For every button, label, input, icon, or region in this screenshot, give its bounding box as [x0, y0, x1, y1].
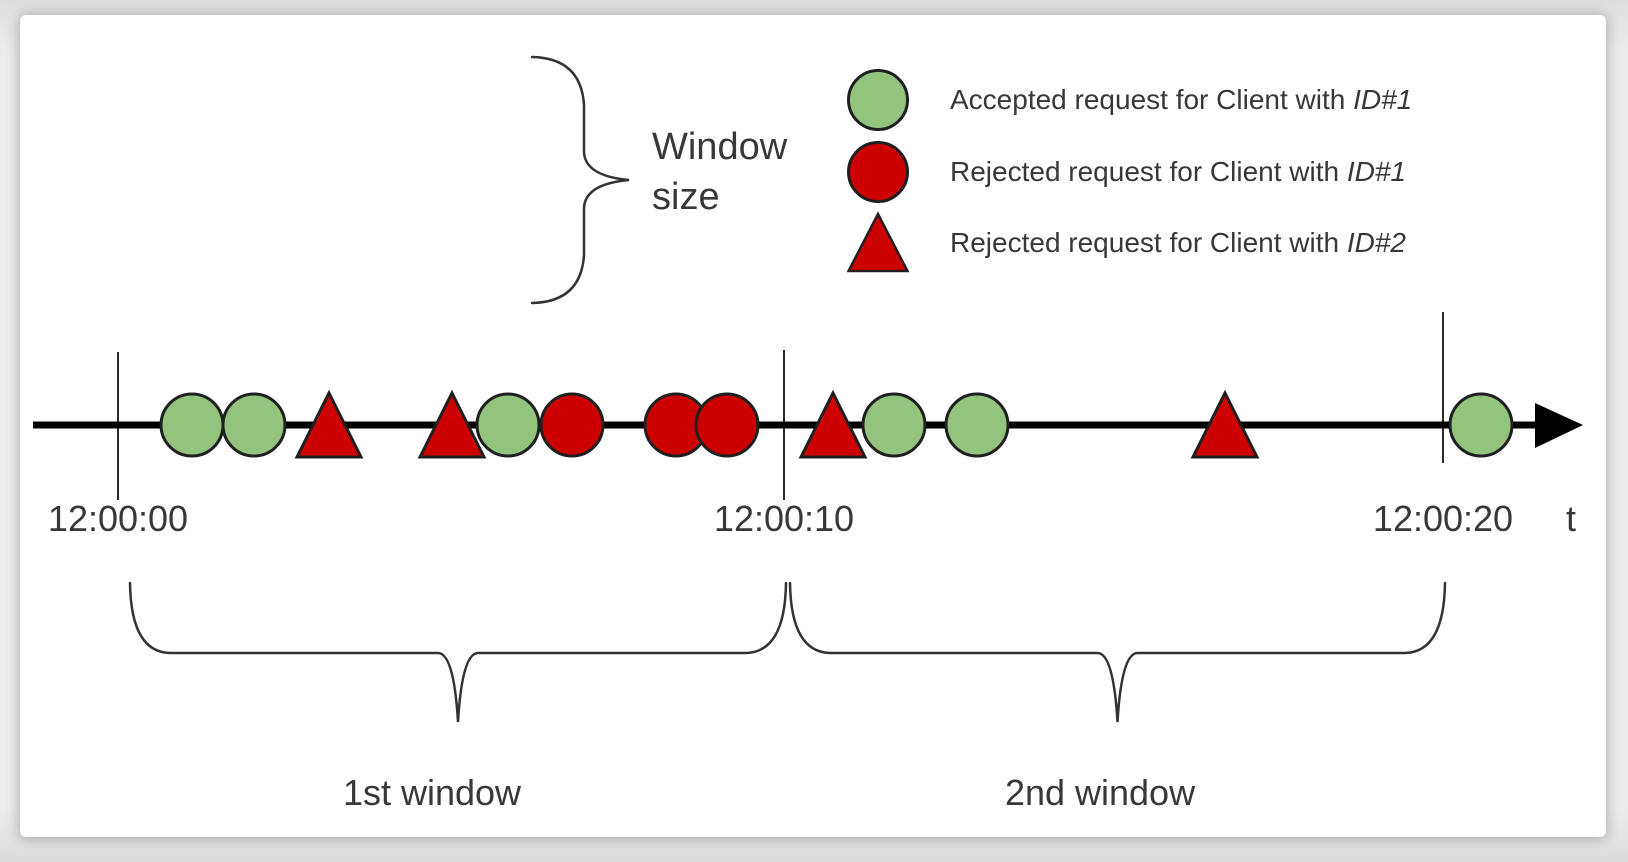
rejected-request-triangle-marker	[1190, 389, 1260, 459]
legend-item-rejected-id1: Rejected request for Client with ID#1	[847, 140, 1406, 203]
time-axis-arrowhead-icon	[1535, 403, 1583, 448]
legend-label: Rejected request for Client with ID#1	[950, 155, 1407, 187]
accepted-request-circle-marker	[861, 392, 927, 458]
time-axis-label: t	[1566, 498, 1577, 539]
rejected-request-triangle-marker	[294, 389, 364, 459]
window-underbrace-2	[788, 581, 1447, 723]
legend-label: Accepted request for Client with ID#1	[950, 83, 1413, 115]
window-underbrace-1	[128, 581, 788, 723]
accepted-request-circle-marker	[1448, 392, 1514, 458]
rejected-request-triangle-marker	[417, 389, 487, 459]
window-size-label: Window size	[652, 122, 787, 222]
rejected-request-circle-marker	[694, 392, 760, 458]
window-size-brace	[530, 55, 630, 305]
rejected-triangle-icon	[847, 211, 909, 274]
tick-layer	[117, 312, 1444, 500]
legend-item-rejected-id2: Rejected request for Client with ID#2	[847, 211, 1406, 274]
marker-layer	[159, 389, 1514, 459]
accepted-request-circle-marker	[159, 392, 225, 458]
second-window-label: 2nd window	[1004, 772, 1196, 813]
tick-label-12-00-00: 12:00:00	[47, 498, 189, 539]
accepted-circle-icon	[847, 68, 909, 131]
accepted-request-circle-marker	[944, 392, 1010, 458]
accepted-request-circle-marker	[221, 392, 287, 458]
window-size-line2: size	[652, 176, 720, 218]
rejected-circle-icon	[847, 140, 909, 203]
legend-label: Rejected request for Client with ID#2	[950, 226, 1407, 258]
legend-item-accepted-id1: Accepted request for Client with ID#1	[847, 68, 1412, 131]
tick-label-12-00-20: 12:00:20	[1372, 498, 1514, 539]
window-brace-layer	[128, 581, 1447, 723]
tick-label-12-00-10: 12:00:10	[713, 498, 855, 539]
accepted-request-circle-marker	[475, 392, 541, 458]
window-size-line1: Window	[652, 126, 788, 168]
rejected-request-triangle-marker	[798, 389, 868, 459]
first-window-label: 1st window	[342, 772, 522, 813]
rejected-request-circle-marker	[539, 392, 605, 458]
